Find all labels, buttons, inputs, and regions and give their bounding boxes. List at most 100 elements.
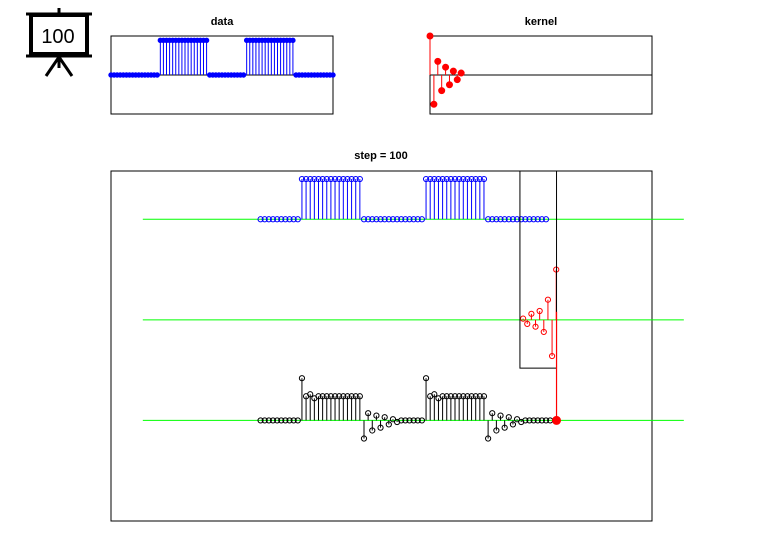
signal-point-marker: [468, 175, 475, 183]
output-point-marker: [319, 393, 326, 400]
signal-point-marker: [456, 175, 463, 183]
signal-point-marker: [476, 175, 483, 183]
output-point-marker: [315, 393, 322, 400]
signal-point-marker: [526, 216, 533, 223]
data-chart-plot: [108, 37, 336, 78]
signal-point-marker: [439, 175, 446, 183]
output-point-marker: [290, 417, 297, 424]
output-point-marker: [356, 393, 363, 400]
output-point-marker: [282, 417, 289, 424]
kernel-point-marker: [449, 67, 457, 75]
kernel-point-marker: [430, 100, 438, 108]
output-point-marker: [323, 393, 330, 400]
signal-point-marker: [261, 216, 268, 223]
output-point-marker: [261, 417, 268, 424]
signal-point-marker: [489, 216, 496, 223]
output-point-marker: [522, 417, 529, 424]
kernel-point-marker: [445, 81, 453, 89]
signal-point-marker: [402, 216, 409, 223]
output-point-marker: [298, 375, 306, 382]
signal-point-marker: [286, 216, 293, 223]
output-point-marker: [381, 414, 388, 421]
flipped-kernel-point-marker: [536, 307, 543, 315]
output-point-marker: [336, 393, 343, 400]
output-point-marker: [447, 393, 454, 400]
output-point-marker: [464, 393, 471, 400]
signal-point-marker: [497, 216, 504, 223]
output-point-marker: [274, 417, 281, 424]
signal-point-marker: [464, 175, 471, 183]
signal-point-marker: [352, 175, 359, 183]
signal-point-marker: [534, 216, 541, 223]
kernel-point-marker: [426, 32, 434, 40]
signal-point-marker: [274, 216, 281, 223]
signal-point-marker: [427, 175, 434, 183]
signal-point-marker: [381, 216, 388, 223]
output-point-marker: [443, 393, 450, 400]
output-point-marker: [526, 417, 533, 424]
signal-point-marker: [518, 216, 525, 223]
output-point-marker: [352, 393, 359, 400]
output-point-marker: [542, 417, 550, 424]
signal-point-marker: [278, 216, 285, 223]
signal-point-marker: [406, 216, 413, 223]
output-point-marker: [257, 417, 264, 424]
signal-point-marker: [435, 175, 442, 183]
output-point-marker: [505, 414, 512, 421]
flipped-kernel-point-marker: [544, 296, 552, 303]
output-point-marker: [418, 417, 426, 424]
flipped-kernel-point-marker: [524, 320, 531, 327]
signal-point-marker: [373, 216, 380, 223]
signal-point-marker: [336, 175, 343, 183]
output-point-marker: [513, 416, 521, 423]
signal-point-marker: [385, 216, 392, 223]
flipped-kernel-point-marker: [520, 315, 527, 322]
data-point-marker: [203, 37, 210, 44]
output-point-marker: [344, 393, 351, 400]
output-point-marker: [451, 393, 459, 400]
signal-point-marker: [522, 216, 529, 223]
signal-point-marker: [307, 175, 314, 183]
signal-point-marker: [360, 216, 368, 223]
output-point-marker: [414, 417, 421, 424]
signal-point-marker: [414, 216, 421, 223]
signal-point-marker: [447, 175, 454, 183]
step-chart-title: step = 100: [354, 150, 408, 162]
output-point-marker: [327, 393, 335, 400]
output-point-marker: [265, 417, 272, 424]
output-point-marker: [369, 427, 376, 434]
output-point-marker: [307, 391, 314, 398]
signal-point-marker: [480, 175, 488, 183]
output-point-marker: [340, 393, 347, 400]
flipped-kernel-point-marker: [540, 328, 547, 336]
output-point-marker: [286, 417, 293, 424]
step-chart-plot: [142, 170, 684, 442]
data-point-marker: [290, 37, 296, 44]
signal-point-marker: [331, 175, 339, 183]
output-point-marker: [377, 424, 384, 431]
kernel-point-marker: [442, 63, 450, 71]
output-point-marker: [480, 393, 488, 400]
signal-point-marker: [389, 216, 397, 223]
data-chart-title: data: [211, 16, 235, 28]
output-point-marker: [269, 417, 277, 424]
signal-point-marker: [418, 216, 426, 223]
signal-point-marker: [530, 216, 537, 223]
signal-point-marker: [398, 216, 405, 223]
kernel-point-marker: [434, 57, 442, 65]
data-point-marker: [154, 72, 160, 78]
output-point-marker: [393, 418, 401, 426]
signal-point-marker: [422, 175, 430, 183]
data-point-marker: [240, 72, 247, 78]
output-point-marker: [456, 393, 463, 400]
signal-point-marker: [501, 216, 508, 223]
output-point-marker: [476, 393, 483, 400]
output-point-marker: [497, 412, 504, 419]
output-point-marker: [530, 417, 537, 424]
output-point-marker: [373, 412, 380, 419]
signal-point-marker: [542, 216, 550, 223]
signal-point-marker: [493, 216, 500, 223]
output-point-marker: [509, 421, 517, 428]
presentation-board-icon: 100: [26, 8, 92, 77]
